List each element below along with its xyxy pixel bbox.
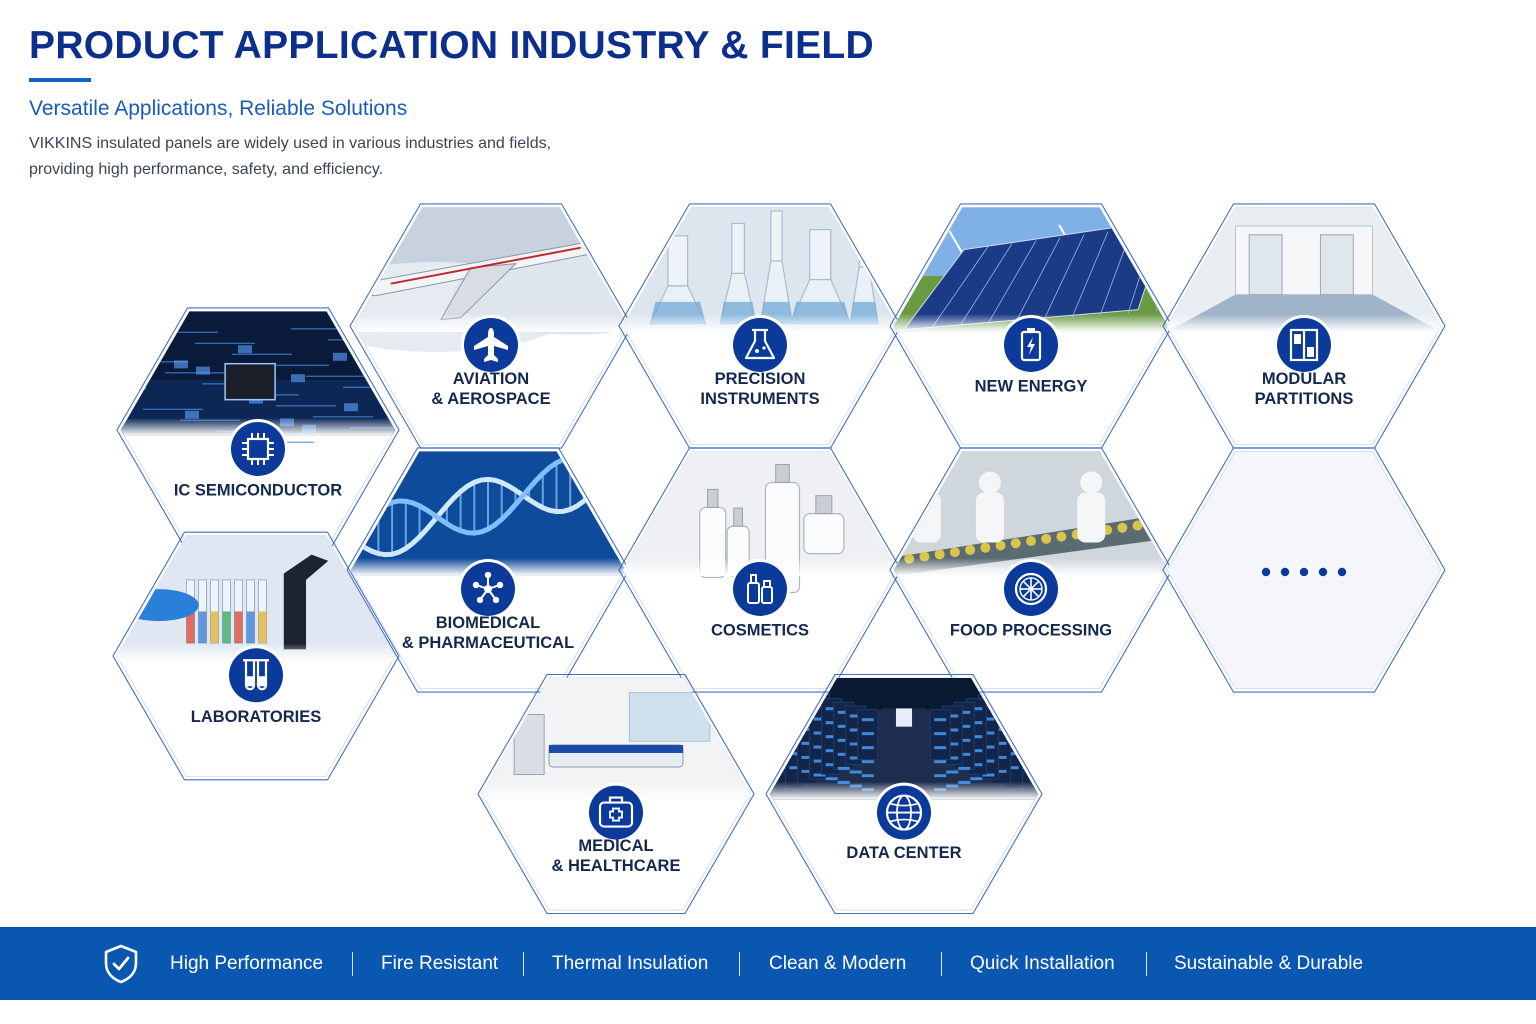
feature-list: High Performance Fire Resistant Thermal …	[0, 927, 1536, 1000]
industry-card-precision[interactable]: PRECISION INSTRUMENTS	[618, 203, 902, 449]
feature-quick-installation: Quick Installation	[970, 953, 1115, 974]
feature-divider	[1146, 952, 1147, 976]
molecule-icon	[458, 558, 518, 619]
chip-icon	[228, 418, 288, 479]
industry-label-aviation: AVIATION	[453, 370, 529, 388]
industry-label-ic: IC SEMICONDUCTOR	[174, 481, 342, 499]
medical-kit-icon	[586, 782, 646, 843]
industry-card-energy[interactable]: NEW ENERGY	[889, 203, 1180, 449]
feature-high-performance: High Performance	[170, 953, 324, 974]
industry-card-food[interactable]: FOOD PROCESSING	[889, 447, 1173, 693]
industry-label-aviation: & AEROSPACE	[431, 390, 550, 408]
industry-label-datacenter: DATA CENTER	[846, 844, 961, 862]
shield-check-icon	[104, 944, 138, 984]
battery-icon	[1001, 314, 1061, 375]
industry-card-cosmetics[interactable]: COSMETICS	[618, 447, 902, 693]
industry-hex-grid: IC SEMICONDUCTOR AVIATION & AEROSPACE PRECI…	[112, 203, 1446, 915]
industry-label-medical: MEDICAL	[578, 837, 653, 855]
test-tubes-icon	[226, 645, 286, 706]
industry-card-modular[interactable]: MODULAR PARTITIONS	[1162, 203, 1446, 449]
industry-card-labs[interactable]: LABORATORIES	[112, 531, 400, 781]
industry-card-ic[interactable]: IC SEMICONDUCTOR	[116, 307, 440, 553]
feature-divider	[352, 952, 353, 976]
industry-label-labs: LABORATORIES	[191, 708, 321, 726]
page-title: PRODUCT APPLICATION INDUSTRY & FIELD	[29, 24, 874, 67]
industry-photo-lab-glassware	[623, 207, 897, 332]
industry-photo-cleanroom	[1167, 207, 1441, 332]
industry-card-datacenter[interactable]: DATA CENTER	[765, 673, 1043, 915]
airplane-icon	[461, 314, 521, 375]
industry-photo-solar-wind	[894, 207, 1168, 332]
globe-icon	[874, 782, 934, 843]
feature-divider	[523, 952, 524, 976]
page-subtitle: Versatile Applications, Reliable Solutio…	[29, 97, 408, 120]
partition-icon	[1274, 314, 1334, 375]
industry-label-biomed: BIOMEDICAL	[436, 614, 541, 632]
feature-sustainable-durable: Sustainable & Durable	[1174, 953, 1364, 974]
feature-divider	[739, 952, 740, 976]
industry-label-cosmetics: COSMETICS	[711, 621, 809, 639]
description-line-1: VIKKINS insulated panels are widely used…	[29, 135, 552, 152]
industry-card-medical[interactable]: MEDICAL & HEALTHCARE	[477, 673, 755, 915]
citrus-icon	[1001, 558, 1061, 619]
bottles-icon	[730, 558, 790, 619]
industry-label-modular: MODULAR	[1262, 370, 1346, 388]
more-dots-icon	[1261, 567, 1347, 577]
feature-bar: High Performance Fire Resistant Thermal …	[0, 927, 1536, 1000]
industry-label-precision: PRECISION	[715, 370, 806, 388]
industry-label-food: FOOD PROCESSING	[950, 621, 1112, 639]
feature-fire-resistant: Fire Resistant	[381, 953, 499, 974]
industry-label-medical: & HEALTHCARE	[552, 857, 681, 875]
industry-photo-dna	[351, 451, 625, 576]
industry-card-more[interactable]	[1162, 447, 1446, 693]
flask-icon	[730, 314, 790, 375]
feature-thermal-insulation: Thermal Insulation	[552, 953, 709, 974]
industry-label-modular: PARTITIONS	[1255, 390, 1354, 408]
industry-photo-microscope	[117, 535, 395, 663]
industry-photo-hospital-room	[482, 677, 750, 800]
page-description: VIKKINS insulated panels are widely used…	[29, 131, 629, 183]
industry-photo-circuit-board	[121, 311, 395, 444]
feature-divider	[941, 952, 942, 976]
feature-clean-modern: Clean & Modern	[769, 953, 907, 974]
industry-photo-server-aisle	[770, 677, 1038, 800]
title-underline	[29, 78, 91, 82]
industry-label-precision: INSTRUMENTS	[700, 390, 819, 408]
description-line-2: providing high performance, safety, and …	[29, 161, 383, 178]
industry-label-biomed: & PHARMACEUTICAL	[402, 634, 574, 652]
industry-photo-food-line	[894, 451, 1168, 576]
industry-label-energy: NEW ENERGY	[975, 377, 1088, 395]
